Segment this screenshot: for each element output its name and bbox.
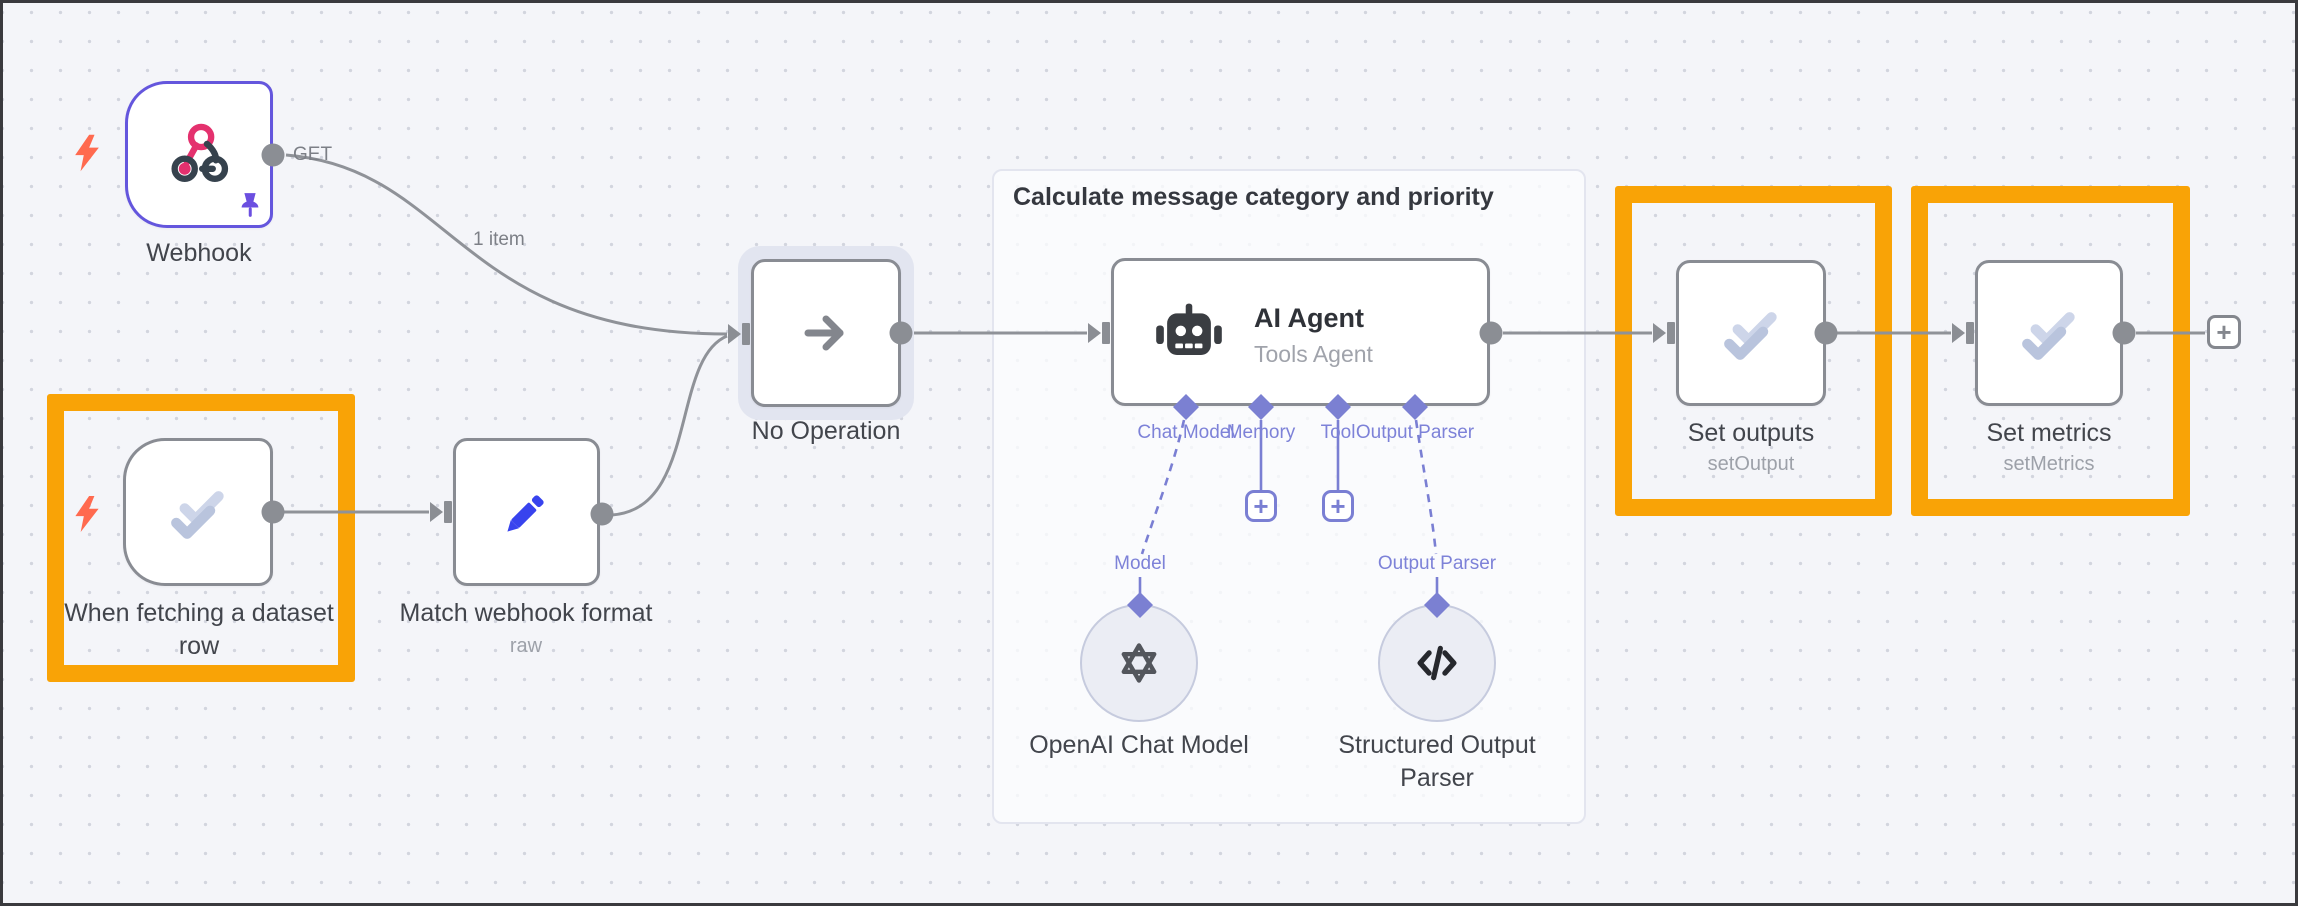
node-label-dataset-trigger: When fetching a dataset row <box>64 597 334 663</box>
node-no-operation[interactable] <box>751 259 901 407</box>
node-openai-chat-model[interactable] <box>1080 604 1198 722</box>
node-label-openai: OpenAI Chat Model <box>1029 731 1249 759</box>
connector-label-output-parser: Output Parser <box>1377 553 1497 574</box>
node-label-match-format: Match webhook format <box>399 599 653 627</box>
webhook-output-method-label: GET <box>293 144 333 165</box>
code-icon <box>1417 645 1457 681</box>
node-webhook[interactable] <box>125 81 273 228</box>
node-label-webhook: Webhook <box>146 239 252 267</box>
edge-match-to-noop[interactable] <box>611 334 728 517</box>
pencil-icon <box>456 441 597 583</box>
node-match-webhook-format[interactable] <box>453 438 600 586</box>
structured-parser-label-line2: Parser <box>1400 764 1474 792</box>
trigger-bolt-icon-webhook <box>75 134 99 172</box>
double-check-icon <box>1978 263 2120 403</box>
edge-items-count-label: 1 item <box>473 229 525 250</box>
arrow-right-icon <box>754 262 898 404</box>
node-dataset-trigger[interactable] <box>123 438 273 586</box>
ai-agent-subtitle: Tools Agent <box>1254 341 1373 367</box>
node-label-set-outputs: Set outputs <box>1687 419 1815 447</box>
node-ai-agent[interactable]: AI Agent Tools Agent <box>1111 258 1490 406</box>
node-subtitle-set-metrics: setMetrics <box>2003 453 2095 475</box>
add-memory-button[interactable]: + <box>1245 490 1277 522</box>
trigger-bolt-icon-dataset <box>75 496 99 532</box>
dataset-trigger-label-line2: row <box>178 632 220 660</box>
structured-parser-label-line1: Structured Output <box>1338 731 1536 759</box>
highlight-rect-dataset-trigger <box>47 394 355 682</box>
ai-agent-title: AI Agent <box>1254 303 1364 333</box>
double-check-icon <box>1679 263 1823 403</box>
openai-icon <box>1121 643 1157 683</box>
node-label-set-metrics: Set metrics <box>1986 419 2112 447</box>
plus-icon: + <box>2216 317 2232 347</box>
add-node-button[interactable]: + <box>2207 315 2241 349</box>
dataset-trigger-label-line1: When fetching a dataset <box>64 599 334 627</box>
highlight-rect-set-outputs <box>1615 186 1892 516</box>
port-label-chat-model: Chat Model <box>1137 422 1235 443</box>
node-subtitle-set-outputs: setOutput <box>1707 453 1795 475</box>
double-check-icon <box>126 441 270 583</box>
port-label-output-parser: Output Parser <box>1355 422 1475 443</box>
highlight-rect-set-metrics <box>1911 186 2190 516</box>
node-label-no-operation: No Operation <box>751 417 901 445</box>
add-tool-button[interactable]: + <box>1322 490 1354 522</box>
plus-icon: + <box>1253 491 1269 521</box>
input-port-match-format[interactable] <box>430 501 452 523</box>
connector-label-model: Model <box>1114 553 1166 574</box>
plus-icon: + <box>1330 491 1346 521</box>
group-box-title: Calculate message category and priority <box>1013 183 1494 211</box>
node-structured-output-parser[interactable] <box>1378 604 1496 722</box>
port-label-memory: Memory <box>1226 422 1296 443</box>
node-label-structured-parser: Structured Output Parser <box>1338 729 1535 795</box>
pin-icon <box>241 193 259 217</box>
node-subtitle-match-format: raw <box>509 635 543 657</box>
node-set-outputs[interactable] <box>1676 260 1826 406</box>
webhook-icon <box>128 84 270 225</box>
robot-icon <box>1156 303 1222 355</box>
port-label-tool: Tool <box>1320 422 1356 443</box>
node-set-metrics[interactable] <box>1975 260 2123 406</box>
